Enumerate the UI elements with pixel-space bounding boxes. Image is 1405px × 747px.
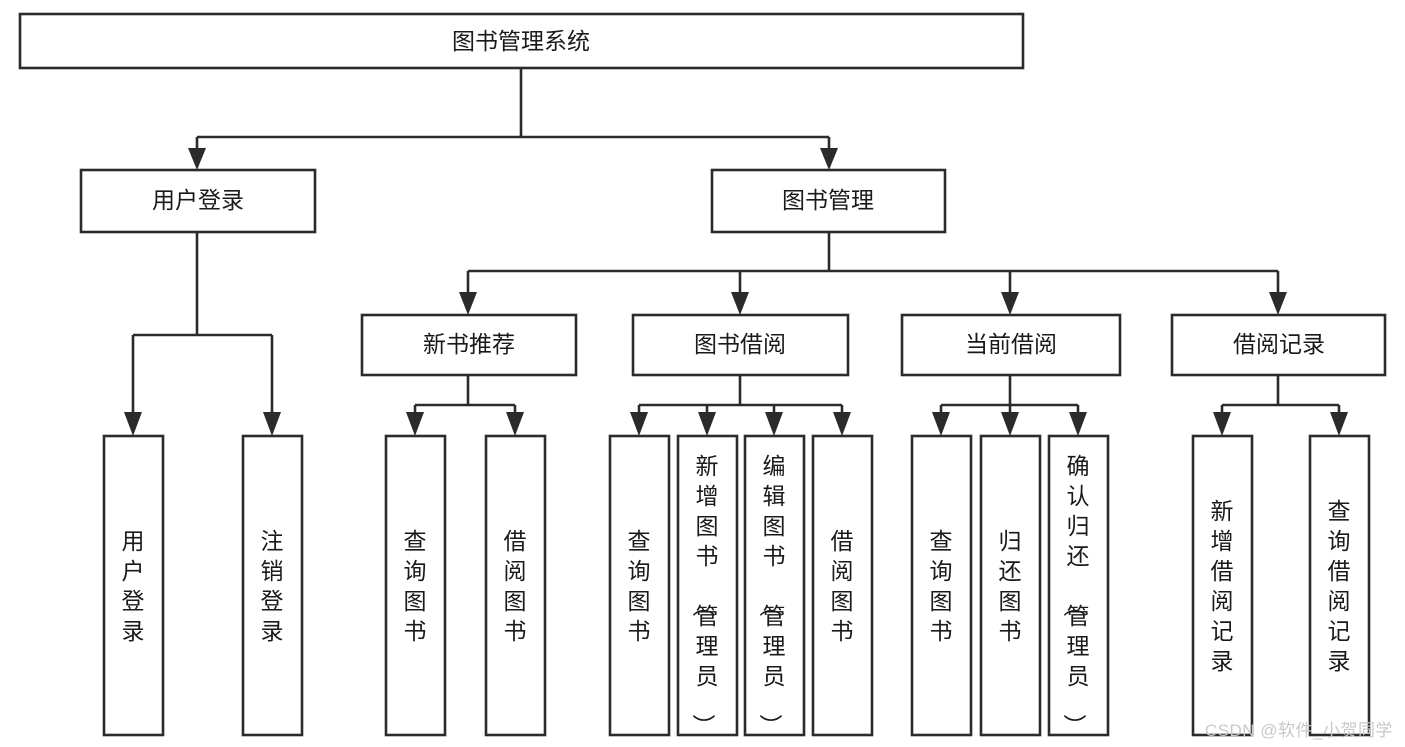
node-leaf-logout-login-box[interactable] [241,434,304,737]
node-leaf-query-book-1-label: 查询图书 [404,528,427,644]
node-leaf-add-book-label: 新增图书（管理员） [691,453,719,737]
connectors-group [124,68,1348,436]
node-new-book-recommend-box[interactable] [360,313,578,377]
node-current-borrow-label: 当前借阅 [965,331,1057,357]
node-leaf-query-book-1[interactable]: 查询图书 [384,434,447,737]
node-leaf-query-book-2-box[interactable] [608,434,671,737]
arrow-head-leaf-query-book-1 [406,412,424,436]
node-leaf-add-record-label: 新增借阅记录 [1211,498,1234,674]
arrow-head-leaf-query-record [1330,412,1348,436]
node-leaf-user-login[interactable]: 用户登录 [102,434,165,737]
node-new-book-recommend-label: 新书推荐 [423,331,515,357]
arrow-head-leaf-borrow-book-2 [833,412,851,436]
arrow-head-borrow-record [1269,292,1287,315]
arrow-head-leaf-add-record [1213,412,1231,436]
node-leaf-add-book[interactable]: 新增图书（管理员） [676,434,739,737]
node-leaf-query-record-label: 查询借阅记录 [1328,498,1351,674]
node-leaf-logout-login[interactable]: 注销登录 [241,434,304,737]
node-leaf-borrow-book-1-box[interactable] [484,434,547,737]
node-leaf-add-record[interactable]: 新增借阅记录 [1191,434,1254,737]
node-leaf-query-book-2-label: 查询图书 [628,528,651,644]
node-borrow-record-box[interactable] [1170,313,1387,377]
arrow-head-leaf-confirm-return [1069,412,1087,436]
node-leaf-logout-login-label: 注销登录 [261,528,284,644]
node-user-login-label: 用户登录 [152,187,244,213]
node-leaf-query-record-box[interactable] [1308,434,1371,737]
node-root-label: 图书管理系统 [452,28,590,54]
arrow-head-new-book-recommend [459,292,477,315]
arrow-head-book-borrow [731,292,749,315]
node-leaf-query-book-3-box[interactable] [910,434,973,737]
node-book-management-label: 图书管理 [782,187,874,213]
node-leaf-borrow-book-1-label: 借阅图书 [504,528,527,644]
csdn-watermark: CSDN @软件_小贺同学 [1204,721,1393,740]
arrow-head-leaf-logout [263,412,281,436]
node-borrow-record[interactable]: 借阅记录 [1170,313,1387,377]
node-leaf-return-book-box[interactable] [979,434,1042,737]
node-leaf-query-book-1-box[interactable] [384,434,447,737]
node-leaf-borrow-book-2-box[interactable] [811,434,874,737]
arrow-head-user-login [188,148,206,170]
node-current-borrow[interactable]: 当前借阅 [900,313,1122,377]
arrow-head-leaf-borrow-book-1 [506,412,524,436]
node-book-management-box[interactable] [710,168,947,234]
arrow-head-current-borrow [1001,292,1019,315]
arrow-head-leaf-return-book [1001,412,1019,436]
node-leaf-borrow-book-2-label: 借阅图书 [831,528,854,644]
arrow-head-leaf-edit-book [765,412,783,436]
arrow-head-leaf-add-book [698,412,716,436]
node-borrow-record-label: 借阅记录 [1233,331,1325,357]
node-leaf-confirm-return-label: 确认归还（管理员） [1062,453,1090,737]
node-leaf-add-book-box[interactable] [676,434,739,737]
node-user-login-box[interactable] [79,168,317,234]
node-leaf-borrow-book-1[interactable]: 借阅图书 [484,434,547,737]
node-book-management[interactable]: 图书管理 [710,168,947,234]
node-leaf-edit-book-box[interactable] [743,434,806,737]
node-leaf-query-book-3[interactable]: 查询图书 [910,434,973,737]
node-leaf-borrow-book-2[interactable]: 借阅图书 [811,434,874,737]
arrow-head-leaf-query-book-2 [630,412,648,436]
node-leaf-user-login-label: 用户登录 [122,528,145,644]
node-book-borrow-label: 图书借阅 [694,331,786,357]
arrow-head-book-management [820,148,838,170]
node-leaf-edit-book[interactable]: 编辑图书（管理员） [743,434,806,737]
node-leaf-confirm-return-box[interactable] [1047,434,1110,737]
node-book-borrow-box[interactable] [631,313,850,377]
node-leaf-edit-book-label: 编辑图书（管理员） [758,453,786,737]
node-leaf-query-record[interactable]: 查询借阅记录 [1308,434,1371,737]
node-new-book-recommend[interactable]: 新书推荐 [360,313,578,377]
node-leaf-query-book-3-label: 查询图书 [930,528,953,644]
node-leaf-confirm-return[interactable]: 确认归还（管理员） [1047,434,1110,737]
node-root-box[interactable] [18,12,1025,70]
node-root[interactable]: 图书管理系统 [18,12,1025,70]
node-leaf-return-book-label: 归还图书 [999,528,1022,644]
node-user-login[interactable]: 用户登录 [79,168,317,234]
node-current-borrow-box[interactable] [900,313,1122,377]
node-leaf-user-login-box[interactable] [102,434,165,737]
arrow-head-leaf-query-book-3 [932,412,950,436]
node-leaf-add-record-box[interactable] [1191,434,1254,737]
node-leaf-query-book-2[interactable]: 查询图书 [608,434,671,737]
node-book-borrow[interactable]: 图书借阅 [631,313,850,377]
arrow-head-leaf-user-login [124,412,142,436]
node-leaf-return-book[interactable]: 归还图书 [979,434,1042,737]
